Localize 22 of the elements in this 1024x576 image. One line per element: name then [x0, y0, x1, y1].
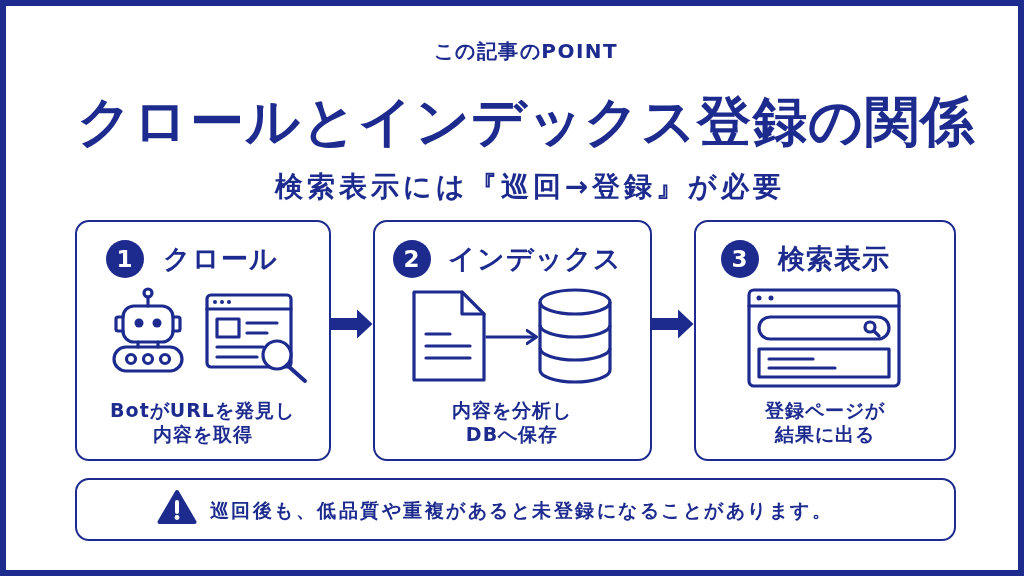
step-description: 登録ページが結果に出る: [763, 397, 886, 446]
arrow: [485, 329, 538, 345]
subtitle: 検索表示には『巡回→登録』が必要: [274, 169, 786, 205]
note-box: [75, 478, 956, 541]
block-arrow: [652, 309, 694, 339]
step-number-badge: 1: [105, 239, 144, 278]
step-number-badge: 3: [720, 239, 759, 278]
document-icon: [411, 289, 486, 382]
step-description: BotがURLを発見し内容を取得: [109, 397, 296, 446]
database-icon: [536, 287, 613, 384]
step-description: 内容を分析しDBへ保存: [451, 397, 573, 446]
step-card: [694, 220, 956, 461]
block-arrow: [331, 309, 373, 339]
kicker-text: この記事のPOINT: [433, 38, 619, 64]
step-title: インデックス: [447, 241, 622, 276]
step-title: 検索表示: [777, 241, 890, 276]
step-title: クロール: [162, 241, 278, 276]
title: クロールとインデックス登録の関係: [76, 90, 976, 154]
step-card: [75, 220, 331, 461]
step-card: [373, 220, 652, 461]
step-number-badge: 2: [392, 239, 431, 278]
note-text: 巡回後も、低品質や重複があると未登録になることがあります。: [209, 497, 833, 522]
